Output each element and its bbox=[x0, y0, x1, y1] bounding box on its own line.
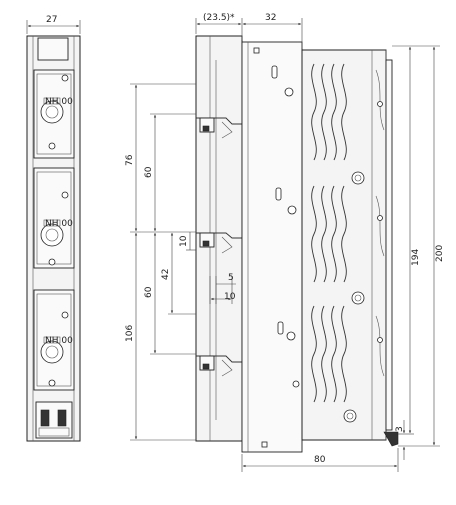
dim-side-offset: (23.5)* bbox=[203, 13, 235, 23]
dim-upper-height: 76 bbox=[125, 154, 135, 166]
dim-corner-offset: 3 bbox=[395, 426, 405, 432]
rail-clip-lower bbox=[196, 355, 242, 377]
dim-total-height: 200 bbox=[435, 245, 445, 262]
side-center-plate bbox=[241, 41, 303, 453]
front-bottom-terminal bbox=[35, 401, 73, 439]
dim-upper-pitch: 60 bbox=[144, 166, 154, 178]
fuse-section-3: NH 00 bbox=[33, 289, 75, 391]
contact-group-1 bbox=[311, 63, 385, 185]
rail-clip-middle bbox=[196, 232, 242, 254]
dim-middle-height: 42 bbox=[161, 269, 171, 280]
fuse-section-1: NH 00 bbox=[33, 69, 75, 159]
dim-middle-small: 10 bbox=[179, 235, 189, 247]
dim-lower-height: 106 bbox=[125, 325, 135, 342]
fuse-marking-1: NH 00 bbox=[45, 97, 73, 107]
dim-front-width: 27 bbox=[46, 15, 57, 25]
contact-group-3 bbox=[311, 305, 385, 423]
fuse-marking-2: NH 00 bbox=[45, 219, 73, 229]
dim-lower-pitch: 60 bbox=[144, 286, 154, 298]
front-view: NH 00 NH 00 NH 00 bbox=[26, 15, 81, 442]
fuse-marking-3: NH 00 bbox=[45, 336, 73, 346]
side-bottom-corner bbox=[383, 431, 399, 447]
dim-rail-width: 10 bbox=[224, 292, 236, 302]
fuse-section-2: NH 00 bbox=[33, 167, 75, 269]
rail-clip-upper bbox=[196, 117, 242, 139]
dim-rail-offset: 5 bbox=[228, 273, 234, 283]
dim-side-width: 32 bbox=[265, 13, 276, 23]
dim-inner-height: 194 bbox=[411, 249, 421, 266]
side-view: (23.5)* 32 76 60 106 60 42 10 5 10 bbox=[125, 13, 445, 472]
contact-group-2 bbox=[311, 185, 385, 305]
front-top-clip bbox=[37, 37, 69, 61]
dim-depth: 80 bbox=[314, 455, 326, 465]
